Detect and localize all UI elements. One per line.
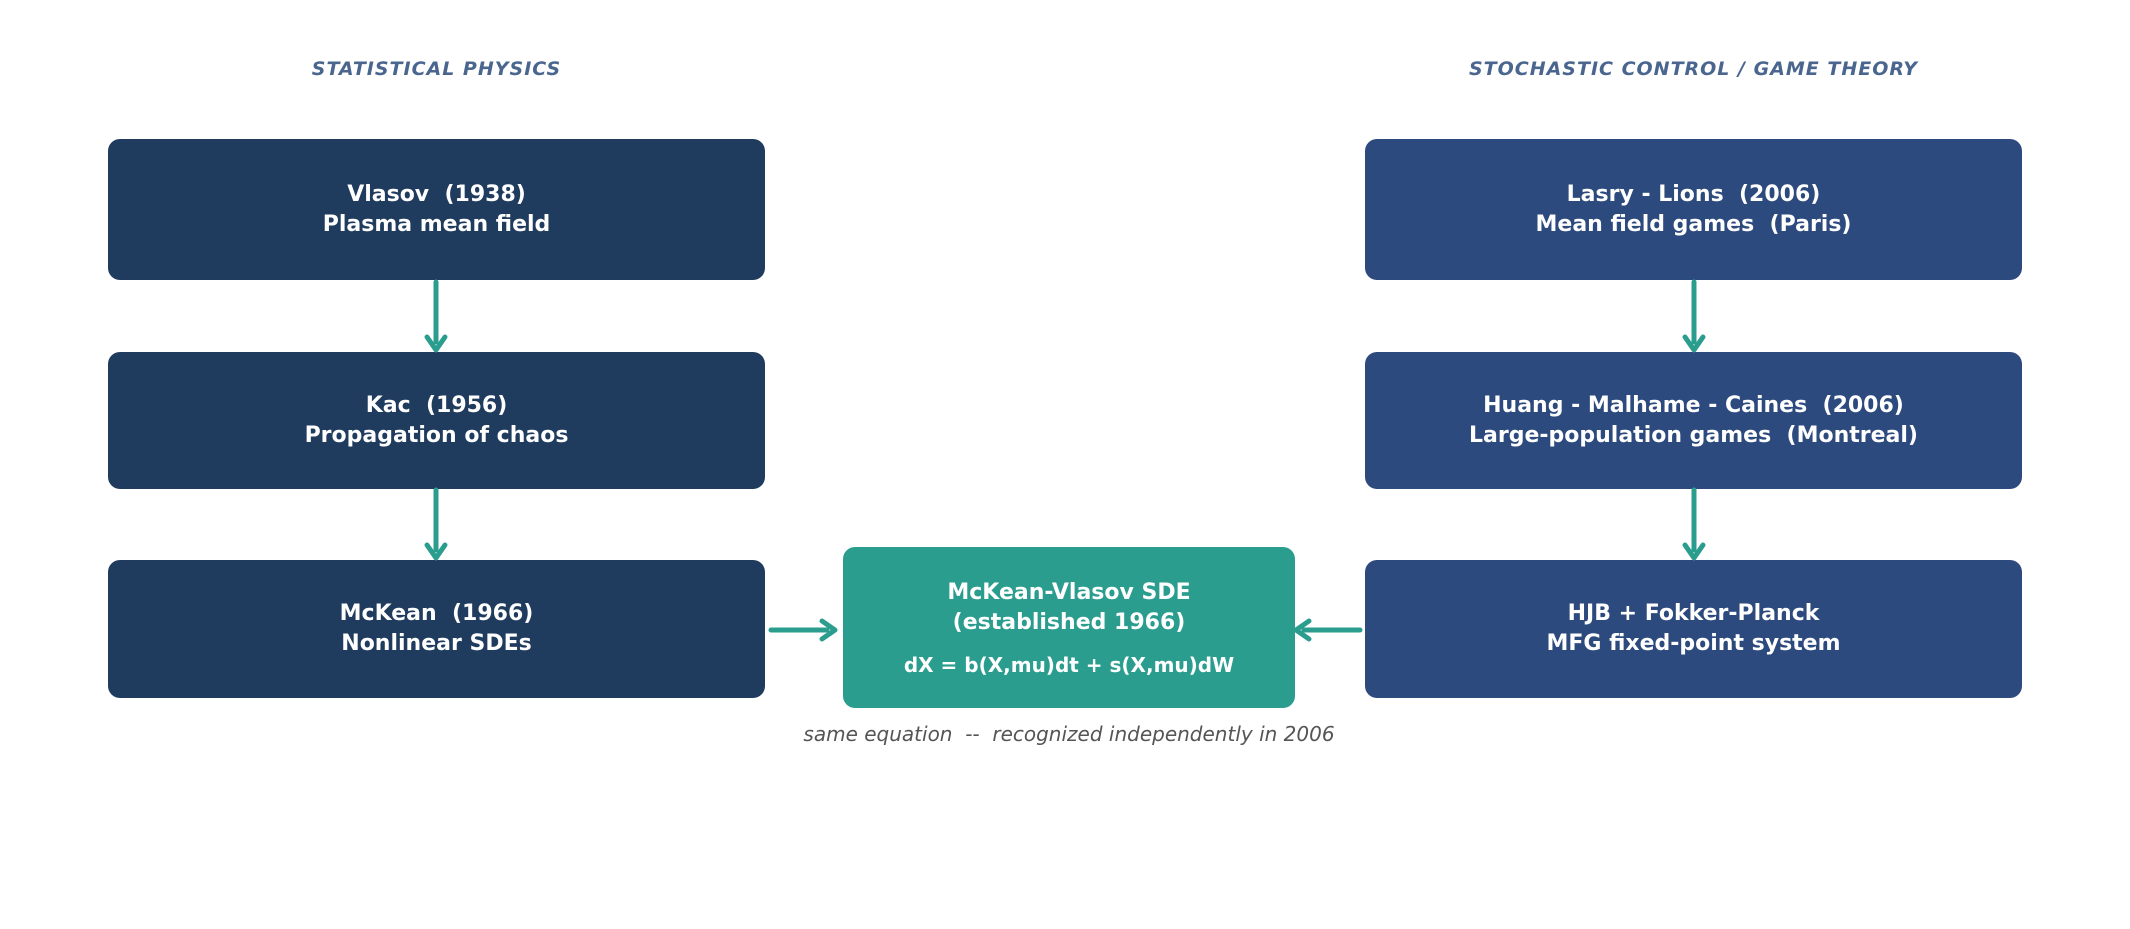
arrow-lasry-to-huang (1682, 279, 1706, 353)
node-huang-malhame-caines: Huang - Malhame - Caines (2006) Large-po… (1365, 352, 2022, 489)
column-header-statistical-physics: STATISTICAL PHYSICS (311, 58, 562, 80)
arrow-hjb-to-center (1293, 618, 1363, 642)
node-mckean-vlasov-sde: McKean-Vlasov SDE (established 1966) dX … (843, 547, 1295, 708)
node-vlasov: Vlasov (1938) Plasma mean field (108, 139, 765, 280)
caption-same-equation: same equation -- recognized independentl… (803, 722, 1335, 746)
node-lasry-lions: Lasry - Lions (2006) Mean field games (P… (1365, 139, 2022, 280)
column-header-stochastic-control-game-theory: STOCHASTIC CONTROL / GAME THEORY (1468, 58, 1919, 80)
node-kac: Kac (1956) Propagation of chaos (108, 352, 765, 489)
center-node-title: McKean-Vlasov SDE (established 1966) (947, 580, 1191, 635)
arrow-vlasov-to-kac (424, 279, 448, 353)
node-hjb-fokker-planck: HJB + Fokker-Planck MFG fixed-point syst… (1365, 560, 2022, 698)
arrow-huang-to-hjb (1682, 487, 1706, 561)
arrow-mckean-to-center (768, 618, 838, 642)
center-node-equation: dX = b(X,mu)dt + s(X,mu)dW (903, 652, 1235, 677)
node-mckean: McKean (1966) Nonlinear SDEs (108, 560, 765, 698)
arrow-kac-to-mckean (424, 487, 448, 561)
